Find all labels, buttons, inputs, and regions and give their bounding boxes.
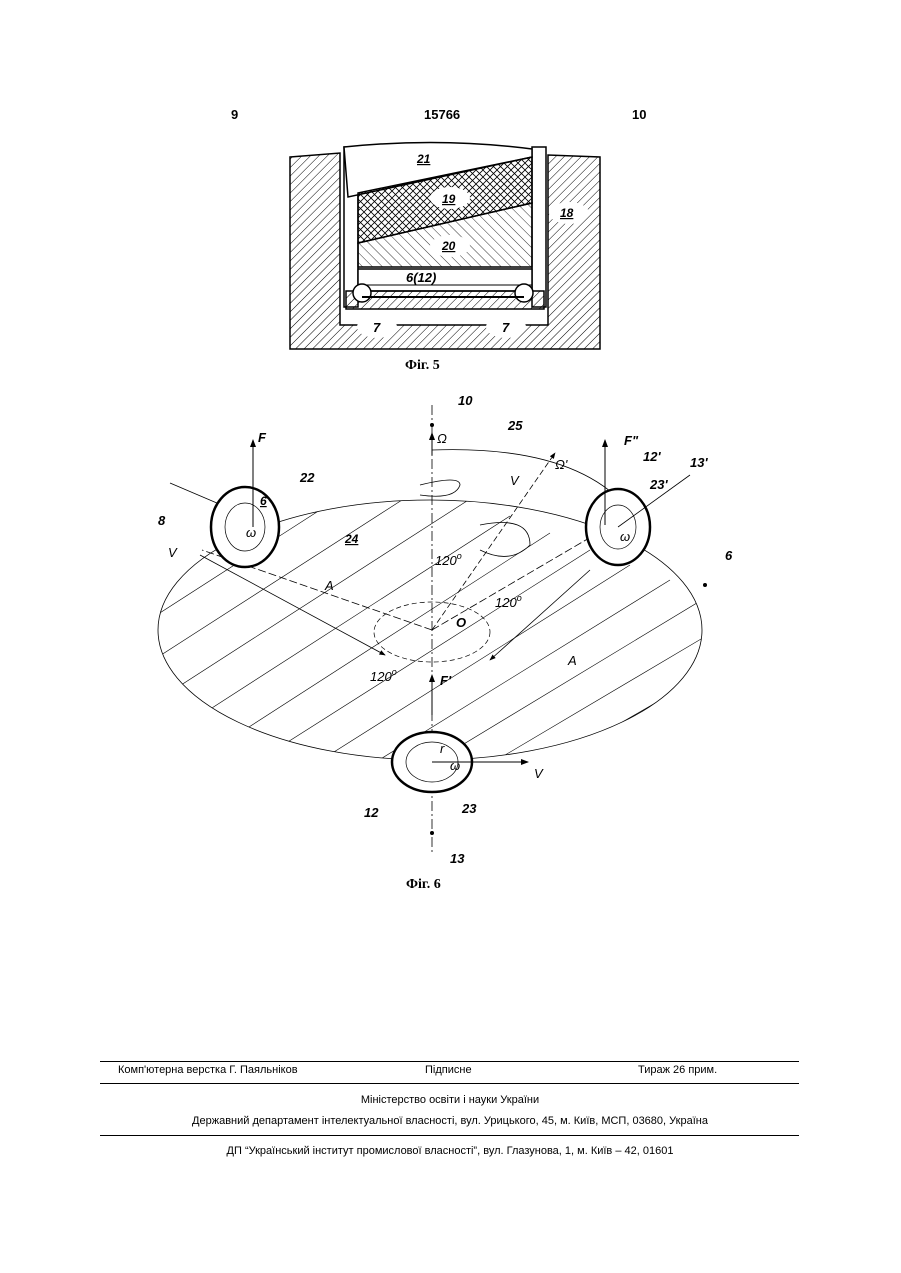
label-O: O [456,615,466,630]
label-V-left: V [168,545,178,560]
label-r: r [440,741,445,756]
label-10: 10 [458,393,473,408]
label-omega-prime: Ω' [555,457,568,472]
inner-wall-right [532,147,546,307]
label-V-top-right: V [510,473,520,488]
imprint-layout: Комп'ютерна верстка Г. Паяльніков [118,1064,298,1076]
label-12: 12 [364,805,379,820]
label-120-c-degree: o [392,667,397,677]
label-7-right: 7 [502,320,510,335]
label-A-left: A [324,578,334,593]
imprint-signed: Підписне [425,1064,472,1076]
label-8: 8 [158,513,166,528]
plate-6-12 [358,269,532,291]
ball-7-left [353,284,371,302]
label-6-12: 6(12) [406,270,436,285]
imprint-ministry: Міністерство освіти і науки України [100,1094,800,1106]
label-omega-left: ω [246,525,256,540]
label-F-double-prime: F" [624,433,639,448]
label-12-prime: 12' [643,449,661,464]
ball-7-right [515,284,533,302]
figure-5-caption: Фіг. 5 [405,358,440,374]
label-120-b-degree: o [517,593,522,603]
label-23: 23 [461,801,477,816]
imprint-rule-bottom [100,1135,799,1136]
label-20: 20 [441,239,456,253]
imprint-rule-middle [100,1083,799,1084]
label-25: 25 [507,418,523,433]
imprint-rule-top [100,1061,799,1062]
label-A-right: A [567,653,577,668]
label-omega-bottom: ω [450,758,460,773]
patent-number: 15766 [424,107,460,122]
label-13-prime: 13' [690,455,708,470]
label-6-top: 6 [260,494,267,508]
label-13: 13 [450,851,465,866]
imprint-circulation: Тираж 26 прим. [638,1064,717,1076]
label-22: 22 [299,470,315,485]
imprint-row: Комп'ютерна верстка Г. Паяльніков Підпис… [100,1064,800,1080]
figure-6-caption: Фіг. 6 [406,877,441,893]
label-19: 19 [442,192,456,206]
page-number-left: 9 [231,107,238,122]
wheel-22 [211,487,279,567]
label-18: 18 [560,206,574,220]
imprint-department: Державний департамент інтелектуальної вл… [100,1115,800,1127]
label-120-a-degree: o [457,551,462,561]
label-23-prime: 23' [649,477,668,492]
label-omega: Ω [437,431,447,446]
figure-5-drawing: 21 19 18 20 6(12) 7 7 [280,135,615,355]
label-V-bottom: V [534,766,544,781]
label-24: 24 [344,532,359,546]
label-6-right: 6 [725,548,733,563]
label-21: 21 [416,152,431,166]
page-number-right: 10 [632,107,646,122]
label-omega-right: ω [620,529,630,544]
figure-6-drawing: 10 Ω 25 Ω' F F" 12' 13' 22 23' 6 V 8 ω ω… [150,385,750,875]
label-7-left: 7 [373,320,381,335]
imprint-institute: ДП “Український інститут промислової вла… [100,1145,800,1157]
label-F-prime: F' [440,673,452,688]
label-F: F [258,430,267,445]
